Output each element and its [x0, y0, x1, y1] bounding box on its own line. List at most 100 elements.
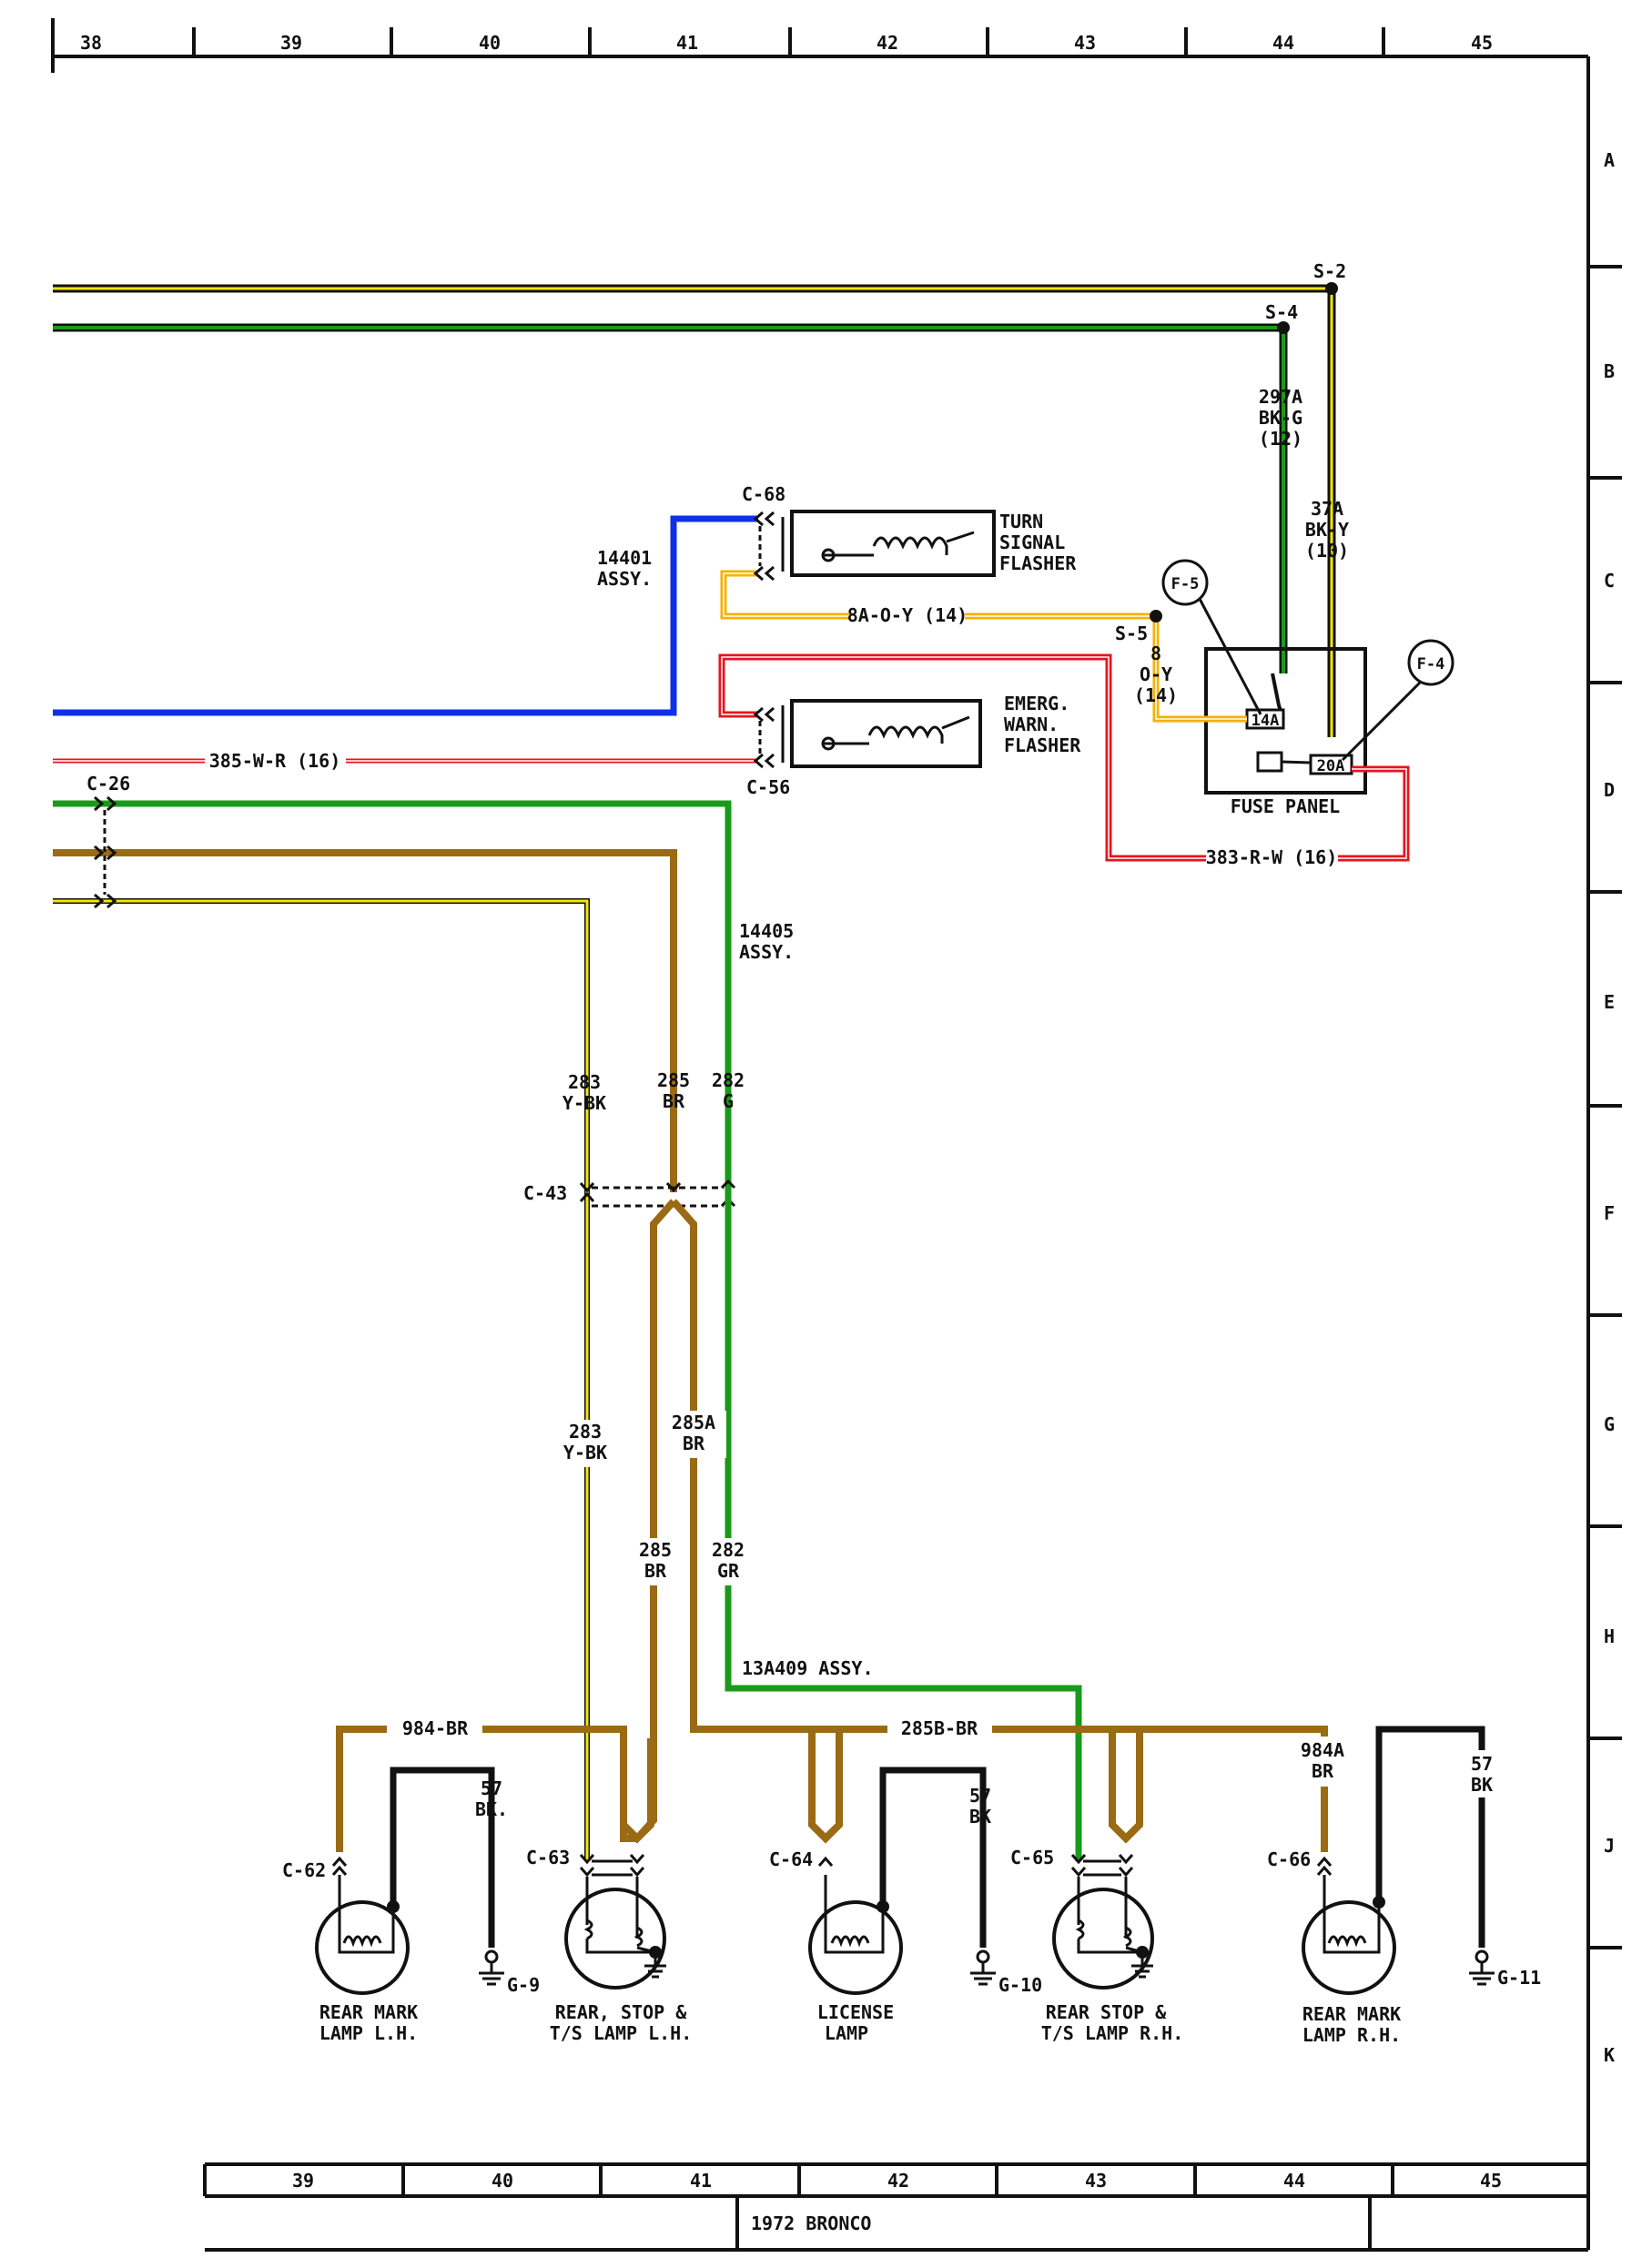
svg-text:57: 57: [1471, 1753, 1493, 1775]
assembly-14405-label: 14405 ASSY.: [739, 920, 794, 963]
connector-c62-label: C-62: [282, 1859, 326, 1881]
wire-57-c-label: 57 BK: [1456, 1750, 1507, 1797]
row-label: J: [1604, 1835, 1615, 1857]
wire-285b-v-c65: [1109, 1729, 1143, 1844]
fuse-callout-f5: F-5: [1161, 559, 1262, 715]
wire-984-label: 984-BR: [402, 1717, 469, 1739]
svg-text:T/S LAMP L.H.: T/S LAMP L.H.: [550, 2022, 693, 2044]
wire-282-top-label: 282 G: [712, 1069, 745, 1112]
wire-282-green: [53, 800, 732, 1192]
wire-285a-brown: [634, 1199, 1142, 1841]
assembly-13a409-label: 13A409 ASSY.: [742, 1657, 874, 1679]
svg-text:ASSY.: ASSY.: [597, 568, 652, 590]
lamp-rear-mark-rh: [1302, 1875, 1396, 1995]
ground-g10: [970, 1949, 996, 1986]
label-bg: [851, 604, 965, 626]
fuse-callout-f4: F-4: [1341, 639, 1454, 762]
svg-text:F-4: F-4: [1417, 655, 1445, 673]
row-label: A: [1604, 149, 1615, 171]
wire-283-top-label: 283 Y-BK: [562, 1071, 606, 1114]
svg-text:REAR MARK: REAR MARK: [319, 2001, 418, 2023]
svg-text:(14): (14): [1134, 684, 1178, 706]
svg-text:G: G: [723, 1090, 734, 1112]
bottom-col-label: 39: [292, 2170, 314, 2192]
right-ruler-ticks: [1588, 265, 1622, 1949]
svg-text:LAMP R.H.: LAMP R.H.: [1302, 2024, 1401, 2046]
wire-285a-label: 285A BR: [663, 1411, 726, 1458]
lamp-rear-stop-ts-rh: [1052, 1877, 1154, 1990]
fuse-panel-label: FUSE PANEL: [1231, 795, 1340, 817]
frame: [51, 18, 1590, 2252]
bottom-col-label: 42: [887, 2170, 909, 2192]
splice-s5: [1150, 610, 1162, 623]
lamp-license-label: LICENSE LAMP: [817, 2001, 894, 2044]
svg-text:57: 57: [481, 1777, 502, 1799]
wire-283-yellow: [53, 898, 590, 1861]
svg-text:282: 282: [712, 1539, 745, 1561]
connector-chevrons-flashers: [753, 511, 775, 769]
connector-c66-label: C-66: [1267, 1848, 1311, 1870]
top-column-labels: 38 39 40 41 42 43 44 45: [80, 32, 1493, 54]
bottom-col-label: 41: [690, 2170, 712, 2192]
row-labels: A B C D E F G H J K: [1604, 149, 1615, 2066]
bottom-column-labels: 39 40 41 42 43 44 45: [292, 2170, 1502, 2192]
top-col-label: 42: [877, 32, 898, 54]
label-bg: [1206, 846, 1338, 868]
svg-text:Y-BK: Y-BK: [562, 1092, 606, 1114]
connector-c56-label: C-56: [746, 776, 790, 798]
wire-8-label: 8 O-Y (14): [1134, 643, 1178, 706]
wire-285b-label: 285B-BR: [901, 1717, 978, 1739]
svg-text:REAR MARK: REAR MARK: [1302, 2003, 1401, 2025]
svg-text:285A: 285A: [672, 1412, 715, 1433]
svg-text:O-Y: O-Y: [1140, 663, 1172, 685]
lamp-license: [808, 1875, 903, 1995]
bottom-ruler-ticks: [401, 2164, 1394, 2196]
top-ruler-ticks: [192, 27, 1385, 56]
row-label: G: [1604, 1413, 1615, 1435]
bottom-col-label: 40: [492, 2170, 513, 2192]
top-col-label: 39: [280, 32, 302, 54]
wire-984a-label: 984A BR: [1291, 1737, 1356, 1787]
wire-57-a-label: 57 BK.: [475, 1777, 508, 1820]
svg-text:T/S LAMP R.H.: T/S LAMP R.H.: [1041, 2022, 1184, 2044]
svg-text:WARN.: WARN.: [1004, 714, 1059, 735]
top-col-label: 40: [479, 32, 501, 54]
svg-text:BK: BK: [969, 1806, 991, 1828]
wire-14401-blue: [53, 515, 758, 716]
row-label: E: [1604, 991, 1615, 1013]
wire-285-top-label: 285 BR: [657, 1069, 690, 1112]
label-bg: [887, 1716, 992, 1740]
lamp-rear-stop-ts-lh: [564, 1877, 666, 1990]
assembly-14401-label: 14401 ASSY.: [597, 547, 652, 590]
connector-c65-label: C-65: [1010, 1847, 1054, 1868]
svg-text:BK: BK: [1471, 1774, 1493, 1796]
wire-282-mid-label: 282 GR: [703, 1538, 757, 1585]
lamp-rear-stop-ts-rh-label: REAR STOP & T/S LAMP R.H.: [1041, 2001, 1184, 2044]
svg-text:283: 283: [568, 1071, 601, 1093]
svg-text:F-5: F-5: [1171, 575, 1200, 593]
svg-text:BR: BR: [644, 1560, 667, 1582]
top-col-label: 38: [80, 32, 102, 54]
wire-285-mid-label: 285 BR: [628, 1538, 683, 1585]
ground-g9: [479, 1949, 504, 1986]
svg-text:FLASHER: FLASHER: [1004, 734, 1081, 756]
wire-383: [718, 653, 1410, 862]
svg-text:EMERG.: EMERG.: [1004, 693, 1069, 714]
svg-text:BR: BR: [663, 1090, 685, 1112]
ground-g11-label: G-11: [1497, 1967, 1541, 1989]
svg-text:BK-G: BK-G: [1259, 407, 1302, 429]
wire-383-label: 383-R-W (16): [1206, 846, 1338, 868]
wire-282-to-c65: [725, 1192, 1082, 1861]
bottom-col-label: 43: [1085, 2170, 1107, 2192]
svg-text:14401: 14401: [597, 547, 652, 569]
svg-text:SIGNAL: SIGNAL: [999, 532, 1065, 553]
wire-285-brown: [53, 849, 677, 1192]
wire-984a-brown: [1140, 1726, 1328, 1852]
svg-text:(10): (10): [1305, 540, 1349, 562]
svg-text:14405: 14405: [739, 920, 794, 942]
svg-text:REAR, STOP &: REAR, STOP &: [555, 2001, 687, 2023]
wire-37a-label: 37A BK-Y (10): [1305, 498, 1349, 562]
svg-text:BR: BR: [1312, 1760, 1334, 1782]
turn-signal-flasher-label: TURN SIGNAL FLASHER: [999, 511, 1077, 574]
